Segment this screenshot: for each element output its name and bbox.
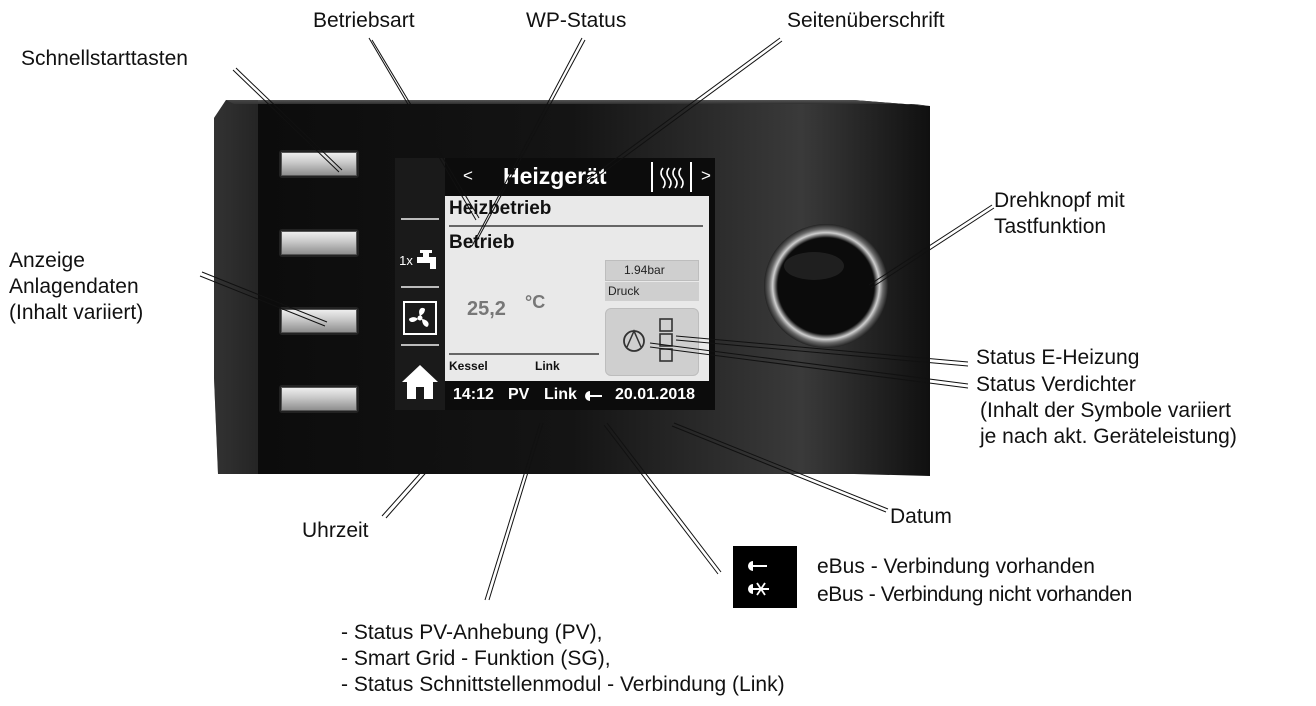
label-ebus-on: eBus - Verbindung vorhanden bbox=[817, 555, 1095, 578]
temperature-value: 25,2 bbox=[467, 298, 506, 320]
link-status: Link bbox=[544, 386, 577, 403]
home-quickstart[interactable] bbox=[395, 358, 445, 406]
label-seitenueberschrift: Seitenüberschrift bbox=[787, 9, 945, 32]
pressure-value-box: 1.94bar bbox=[605, 260, 699, 281]
label-line: - Smart Grid - Funktion (SG), bbox=[341, 647, 611, 670]
label-schnellstarttasten: Schnellstarttasten bbox=[21, 47, 188, 70]
divider bbox=[690, 162, 692, 192]
label-datum: Datum bbox=[890, 505, 952, 528]
label-line: (Inhalt variiert) bbox=[9, 301, 144, 324]
ebus-connected-icon bbox=[585, 391, 602, 401]
home-icon bbox=[402, 365, 438, 399]
label-line: Anzeige bbox=[9, 249, 85, 272]
label-uhrzeit: Uhrzeit bbox=[302, 519, 369, 542]
footer-right-label: Link bbox=[535, 359, 560, 373]
label-anzeige-anlagendaten: Anzeige Anlagendaten (Inhalt variiert) bbox=[9, 248, 143, 326]
divider bbox=[449, 353, 599, 355]
compressor-icon bbox=[623, 329, 645, 352]
label-status-list: - Status PV-Anhebung (PV), - Smart Grid … bbox=[341, 620, 785, 698]
display-screen: 1x < Heiz bbox=[395, 158, 715, 410]
divider bbox=[449, 225, 703, 227]
ebus-connected-icon bbox=[748, 561, 767, 571]
label-line: (Inhalt der Symbole variiert bbox=[980, 399, 1231, 422]
quickstart-button-3[interactable] bbox=[279, 307, 359, 335]
label-betriebsart: Betriebsart bbox=[313, 9, 415, 32]
quickstart-button-4[interactable] bbox=[279, 385, 359, 413]
pressure-value: 1.94bar bbox=[624, 263, 665, 277]
temperature-unit: °C bbox=[525, 292, 546, 312]
screen-content: Heizbetrieb Betrieb 25,2 °C 1.94bar Druc… bbox=[445, 196, 709, 381]
hp-status: Betrieb bbox=[449, 232, 515, 253]
date: 20.01.2018 bbox=[615, 386, 696, 403]
footer-left-label: Kessel bbox=[449, 359, 488, 373]
dhw-quickstart[interactable]: 1x bbox=[395, 240, 445, 280]
screen-status-bar: 14:12 PV Link 20.01.2018 bbox=[445, 381, 715, 410]
label-status-verdichter: Status Verdichter (Inhalt der Symbole va… bbox=[976, 372, 1237, 450]
separator bbox=[401, 218, 439, 220]
label-line: je nach akt. Geräteleistung) bbox=[980, 425, 1237, 448]
heating-wave-icon bbox=[660, 167, 684, 189]
label-line: Anlagendaten bbox=[9, 275, 139, 298]
ebus-legend-icons bbox=[733, 546, 797, 608]
pressure-label: Druck bbox=[608, 284, 640, 298]
label-line: Tastfunktion bbox=[994, 215, 1107, 238]
quickstart-button-1[interactable] bbox=[279, 150, 359, 178]
fan-icon bbox=[403, 301, 437, 335]
e-heater-icon bbox=[659, 318, 673, 362]
label-line: Status Verdichter bbox=[976, 373, 1136, 396]
label-status-e-heizung: Status E-Heizung bbox=[976, 346, 1140, 369]
nav-prev-arrow[interactable]: < bbox=[463, 166, 473, 185]
divider bbox=[651, 162, 653, 192]
operating-mode: Heizbetrieb bbox=[449, 198, 552, 219]
time: 14:12 bbox=[453, 386, 494, 403]
label-line: - Status Schnittstellenmodul - Verbindun… bbox=[341, 673, 785, 696]
screen-header: < Heizgerät > bbox=[445, 158, 715, 196]
tap-icon bbox=[416, 250, 436, 269]
quickstart-button-2[interactable] bbox=[279, 229, 359, 257]
separator bbox=[401, 286, 439, 288]
pressure-label-box: Druck bbox=[605, 282, 699, 301]
ebus-disconnected-icon bbox=[748, 582, 769, 596]
fan-quickstart[interactable] bbox=[395, 298, 445, 338]
label-line: Drehknopf mit bbox=[994, 189, 1125, 212]
nav-next-arrow[interactable]: > bbox=[701, 166, 711, 185]
label-line: - Status PV-Anhebung (PV), bbox=[341, 621, 603, 644]
separator bbox=[401, 344, 439, 346]
hp-component-status bbox=[605, 308, 699, 376]
quickstart-icon-bar: 1x bbox=[395, 158, 445, 410]
label-wp-status: WP-Status bbox=[526, 9, 627, 32]
label-drehknopf: Drehknopf mit Tastfunktion bbox=[994, 188, 1125, 240]
dhw-count: 1x bbox=[399, 252, 413, 268]
label-ebus-off: eBus - Verbindung nicht vorhanden bbox=[817, 583, 1132, 606]
page-title: Heizgerät bbox=[503, 163, 607, 189]
pv-status: PV bbox=[508, 386, 530, 403]
